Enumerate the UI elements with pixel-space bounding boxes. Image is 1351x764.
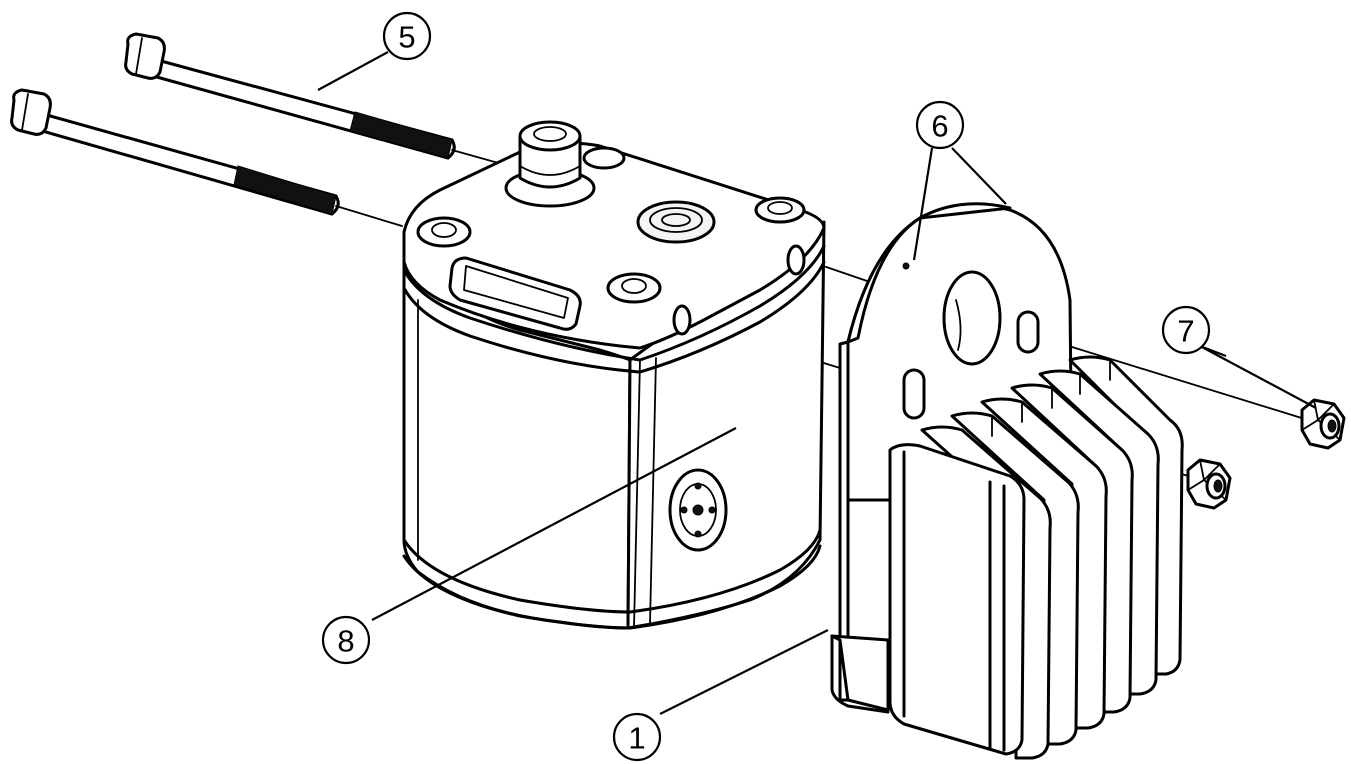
hex-nut-left xyxy=(1186,458,1232,510)
heat-sink-fins xyxy=(888,355,1184,760)
long-screw-lower xyxy=(10,88,340,216)
callout-8: 8 xyxy=(321,615,371,665)
callout-7: 7 xyxy=(1161,305,1211,355)
callout-6-label: 6 xyxy=(931,109,948,144)
callout-1-label: 1 xyxy=(628,721,645,756)
callout-1: 1 xyxy=(612,712,662,762)
hex-nut-right xyxy=(1300,398,1346,450)
callout-8-label: 8 xyxy=(337,624,354,659)
callout-leaders xyxy=(317,51,1317,715)
callout-5-label: 5 xyxy=(398,20,415,55)
callout-5: 5 xyxy=(382,11,432,61)
long-screw-upper xyxy=(124,32,456,160)
sensor-housing xyxy=(402,120,826,630)
callout-7-label: 7 xyxy=(1177,314,1194,349)
callout-6: 6 xyxy=(915,100,965,150)
